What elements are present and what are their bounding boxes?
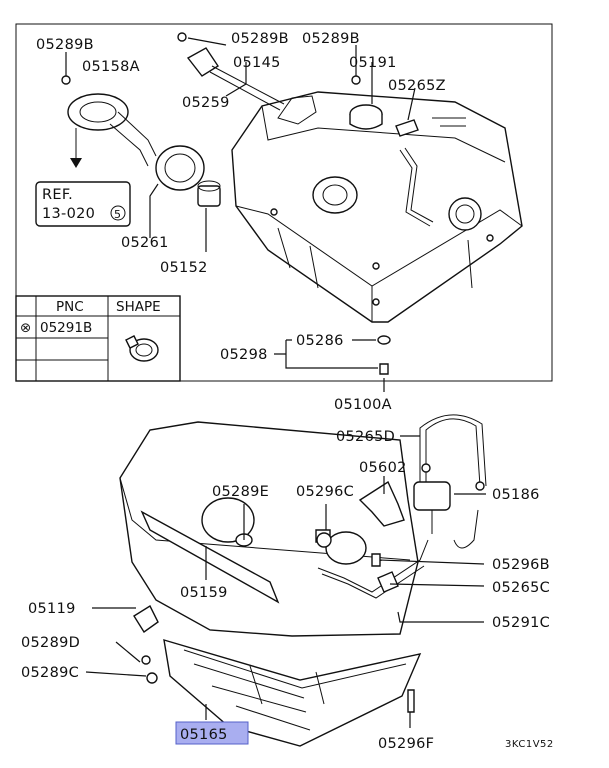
label-05289B-pump[interactable]: 05289B [36,37,94,53]
gasket-05261-drawing [155,145,221,207]
label-05296F[interactable]: 05296F [378,736,434,752]
filter-05186-drawing [358,414,487,713]
label-05265D[interactable]: 05265D [336,429,395,445]
label-05289D[interactable]: 05289D [21,635,80,651]
ref-line1: REF. [42,187,73,203]
ref-circled-number: 5 [114,208,121,221]
reference-box[interactable]: REF. 13-020 5 [35,181,131,227]
diagram-code: 3KC1V52 [505,739,554,750]
label-05191[interactable]: 05191 [349,55,397,71]
fuel-tank-lower-drawing [119,421,429,637]
label-05159[interactable]: 05159 [180,585,228,601]
label-05186[interactable]: 05186 [492,487,540,503]
label-05289C[interactable]: 05289C [21,665,79,681]
label-05291C[interactable]: 05291C [492,615,550,631]
label-05602[interactable]: 05602 [359,460,407,476]
label-05265Z[interactable]: 05265Z [388,78,446,94]
label-05259[interactable]: 05259 [182,95,230,111]
clamp-shape-icon [125,335,159,362]
label-05152[interactable]: 05152 [160,260,208,276]
leader-lines [65,37,486,728]
washer-05286-drawing [274,335,391,375]
pnc-shape-table: PNC SHAPE ⊗ 05291B [15,295,181,382]
sender-unit-05145-drawing [177,32,285,111]
table-header-shape: SHAPE [116,299,161,315]
label-05296B[interactable]: 05296B [492,557,550,573]
highlight-05165 [175,721,249,745]
label-05158A[interactable]: 05158A [82,59,140,75]
table-header-pnc: PNC [56,299,84,315]
label-05289B-sender[interactable]: 05289B [231,31,289,47]
label-05119[interactable]: 05119 [28,601,76,617]
label-05286[interactable]: 05286 [296,333,344,349]
label-05296C[interactable]: 05296C [296,484,354,500]
table-row-mark: ⊗ [20,320,31,336]
label-05165[interactable]: 05165 [180,727,228,743]
fuel-pump-05158A-drawing [61,75,157,168]
label-05100A[interactable]: 05100A [334,397,392,413]
label-05261[interactable]: 05261 [121,235,169,251]
label-05289B-cap[interactable]: 05289B [302,31,360,47]
filler-cap-05191-drawing [349,75,466,137]
label-05298[interactable]: 05298 [220,347,268,363]
label-05289E[interactable]: 05289E [212,484,269,500]
ref-line2: 13-020 [42,206,95,222]
fuel-tank-upper-drawing [231,91,523,323]
label-05265C[interactable]: 05265C [492,580,550,596]
table-row-pnc[interactable]: 05291B [40,320,92,336]
upper-assembly-frame [15,23,553,382]
skid-plate-05165-drawing [133,604,422,747]
label-05145[interactable]: 05145 [233,55,281,71]
